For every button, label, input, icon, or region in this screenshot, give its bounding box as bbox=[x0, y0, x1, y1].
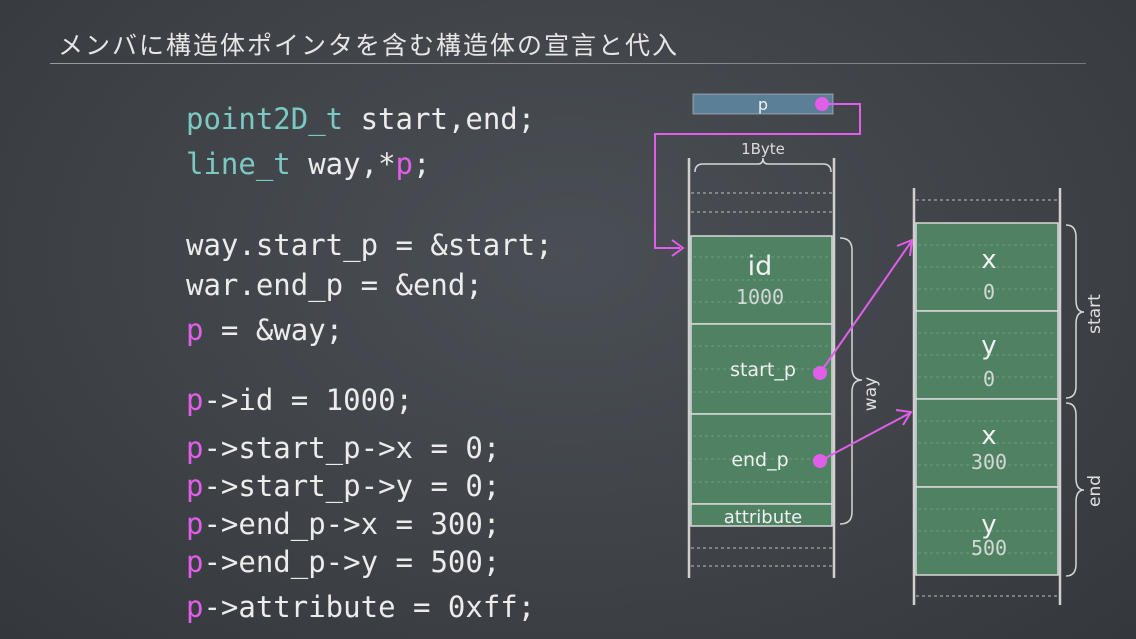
code-text: ->end_p->x = 300; bbox=[203, 507, 501, 541]
code-text: ->end_p->y = 500; bbox=[203, 545, 501, 579]
code-decl-point: point2D_t start,end; bbox=[186, 102, 535, 136]
end-x-label: x bbox=[981, 421, 996, 451]
memory-column-way: id 1000 start_p end_p attribute bbox=[687, 158, 836, 578]
p-arrowhead bbox=[671, 239, 685, 257]
code-text: ; bbox=[413, 147, 431, 181]
code-text: = &way; bbox=[203, 313, 344, 347]
end-y-label: y bbox=[981, 510, 996, 540]
pointer-name: p bbox=[395, 147, 413, 181]
field-id-value: 1000 bbox=[736, 285, 784, 309]
pointer-name: p bbox=[186, 545, 204, 579]
end-p-arrowhead bbox=[895, 409, 913, 426]
pointer-name: p bbox=[186, 431, 204, 465]
byte-brace bbox=[694, 157, 832, 173]
start-y-label: y bbox=[981, 331, 996, 361]
type-name: line_t bbox=[186, 147, 291, 181]
code-stmt-start-x: p->start_p->x = 0; bbox=[186, 431, 500, 465]
cell-attribute bbox=[690, 503, 833, 527]
p-to-way-arrow bbox=[654, 103, 861, 249]
title-underline bbox=[50, 63, 1086, 64]
code-text: start,end; bbox=[343, 102, 536, 136]
code-text: ->start_p->y = 0; bbox=[203, 469, 501, 503]
start-label: start bbox=[1085, 294, 1105, 334]
p-label: p bbox=[758, 95, 768, 114]
end-label: end bbox=[1085, 475, 1105, 507]
code-text: ->attribute = 0xff; bbox=[203, 590, 536, 624]
code-stmt-end-y: p->end_p->y = 500; bbox=[186, 545, 500, 579]
field-start-p-label: start_p bbox=[730, 359, 796, 381]
field-end-p-label: end_p bbox=[731, 449, 788, 471]
pointer-name: p bbox=[186, 590, 204, 624]
start-x-value: 0 bbox=[983, 280, 995, 304]
code-text: ->start_p->x = 0; bbox=[203, 431, 501, 465]
slide-title: メンバに構造体ポインタを含む構造体の宣言と代入 bbox=[58, 31, 680, 60]
code-stmt-end-x: p->end_p->x = 300; bbox=[186, 507, 500, 541]
end-y-value: 500 bbox=[971, 536, 1007, 560]
pointer-name: p bbox=[186, 507, 204, 541]
way-brace bbox=[839, 237, 863, 525]
end-brace bbox=[1065, 402, 1085, 577]
code-assign-end: war.end_p = &end; bbox=[186, 268, 483, 302]
code-decl-line: line_t way,*p; bbox=[186, 147, 430, 181]
code-text: way,* bbox=[290, 147, 396, 181]
code-assign-p: p = &way; bbox=[186, 313, 343, 347]
way-label: way bbox=[861, 377, 881, 411]
start-p-arrowhead bbox=[896, 238, 914, 257]
pointer-name: p bbox=[186, 383, 204, 417]
code-stmt-attribute: p->attribute = 0xff; bbox=[186, 590, 535, 624]
field-id-label: id bbox=[748, 251, 773, 282]
pointer-name: p bbox=[186, 313, 204, 347]
p-pointer-dot bbox=[815, 97, 829, 111]
code-stmt-id: p->id = 1000; bbox=[186, 383, 413, 417]
start-p-arrow bbox=[819, 241, 912, 374]
code-assign-start: way.start_p = &start; bbox=[186, 228, 553, 262]
code-text: ->id = 1000; bbox=[203, 383, 413, 417]
type-name: point2D_t bbox=[186, 102, 344, 136]
start-brace bbox=[1065, 224, 1085, 399]
start-y-value: 0 bbox=[983, 367, 995, 391]
code-stmt-start-y: p->start_p->y = 0; bbox=[186, 469, 500, 503]
end-p-pointer-dot bbox=[813, 454, 827, 468]
start-x-label: x bbox=[981, 245, 996, 275]
byte-label: 1Byte bbox=[741, 140, 785, 158]
start-p-pointer-dot bbox=[813, 366, 827, 380]
end-x-value: 300 bbox=[971, 450, 1007, 474]
pointer-arrows bbox=[654, 103, 914, 462]
field-attribute-label: attribute bbox=[724, 507, 803, 528]
memory-column-points: x 0 y 0 x 300 y 500 bbox=[912, 188, 1062, 605]
end-p-arrow bbox=[819, 412, 911, 462]
pointer-name: p bbox=[186, 469, 204, 503]
